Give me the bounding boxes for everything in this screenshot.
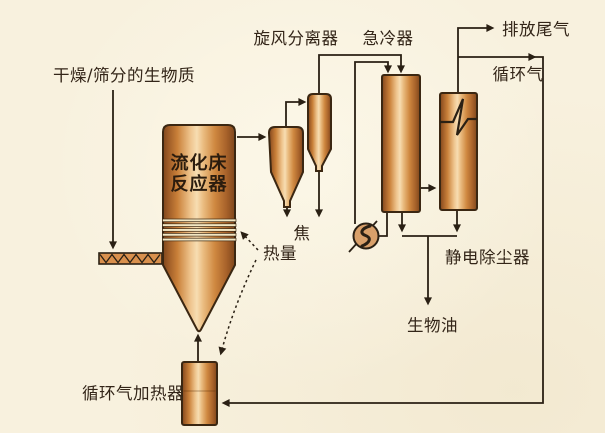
- vapor-to-quencher-arrow: [318, 54, 405, 94]
- cyclone-2: [307, 93, 332, 172]
- flow-lines: [109, 24, 544, 407]
- cooler-to-quencher-line: [378, 213, 388, 237]
- exhaust-gas-label: 排放尾气: [502, 20, 570, 39]
- recycle-gas-label: 循环气: [493, 65, 544, 84]
- biomass-feed-label: 干燥/筛分的生物质: [53, 66, 195, 85]
- recycle-gas-loop: [221, 56, 544, 407]
- distributor-stripes: [162, 218, 237, 242]
- heat-leader-to-heater: [218, 259, 257, 356]
- cyclone1-to-cyclone2-arrow: [285, 98, 307, 127]
- screw-feeder: [98, 252, 163, 265]
- esp-label: 静电除尘器: [445, 248, 530, 267]
- bio-oil-label: 生物油: [407, 316, 458, 335]
- screw-flights-icon: [99, 253, 161, 264]
- fluidized-bed-reactor-vessel: 流化床 反应器: [162, 124, 237, 333]
- quencher-column: [381, 74, 421, 213]
- cooler-zigzag-icon: [360, 224, 372, 248]
- cyclone-1: [267, 126, 304, 208]
- lightning-bolt-icon: [440, 98, 477, 136]
- quench-cooler: [348, 220, 380, 253]
- recycle-gas-heater-label: 循环气加热器: [82, 384, 184, 403]
- heat-label: 热量: [263, 244, 297, 263]
- electrostatic-precipitator-column: [439, 92, 478, 211]
- quencher-label: 急冷器: [363, 29, 414, 48]
- char-label: 焦: [294, 224, 311, 243]
- diagram-labels: 干燥/筛分的生物质 旋风分离器 急冷器 排放尾气 循环气 焦 热量 静电除尘器 …: [53, 20, 570, 403]
- heat-leader-to-bed: [240, 231, 259, 251]
- cyclone-separator-label: 旋风分离器: [254, 29, 339, 48]
- exhaust-gas-arrow: [457, 24, 495, 93]
- quench-recirculation-arrow: [354, 61, 392, 224]
- recycle-gas-heater: [181, 361, 218, 426]
- reactor-label-line2: 反应器: [171, 173, 228, 195]
- reactor-label-line1: 流化床: [171, 152, 228, 174]
